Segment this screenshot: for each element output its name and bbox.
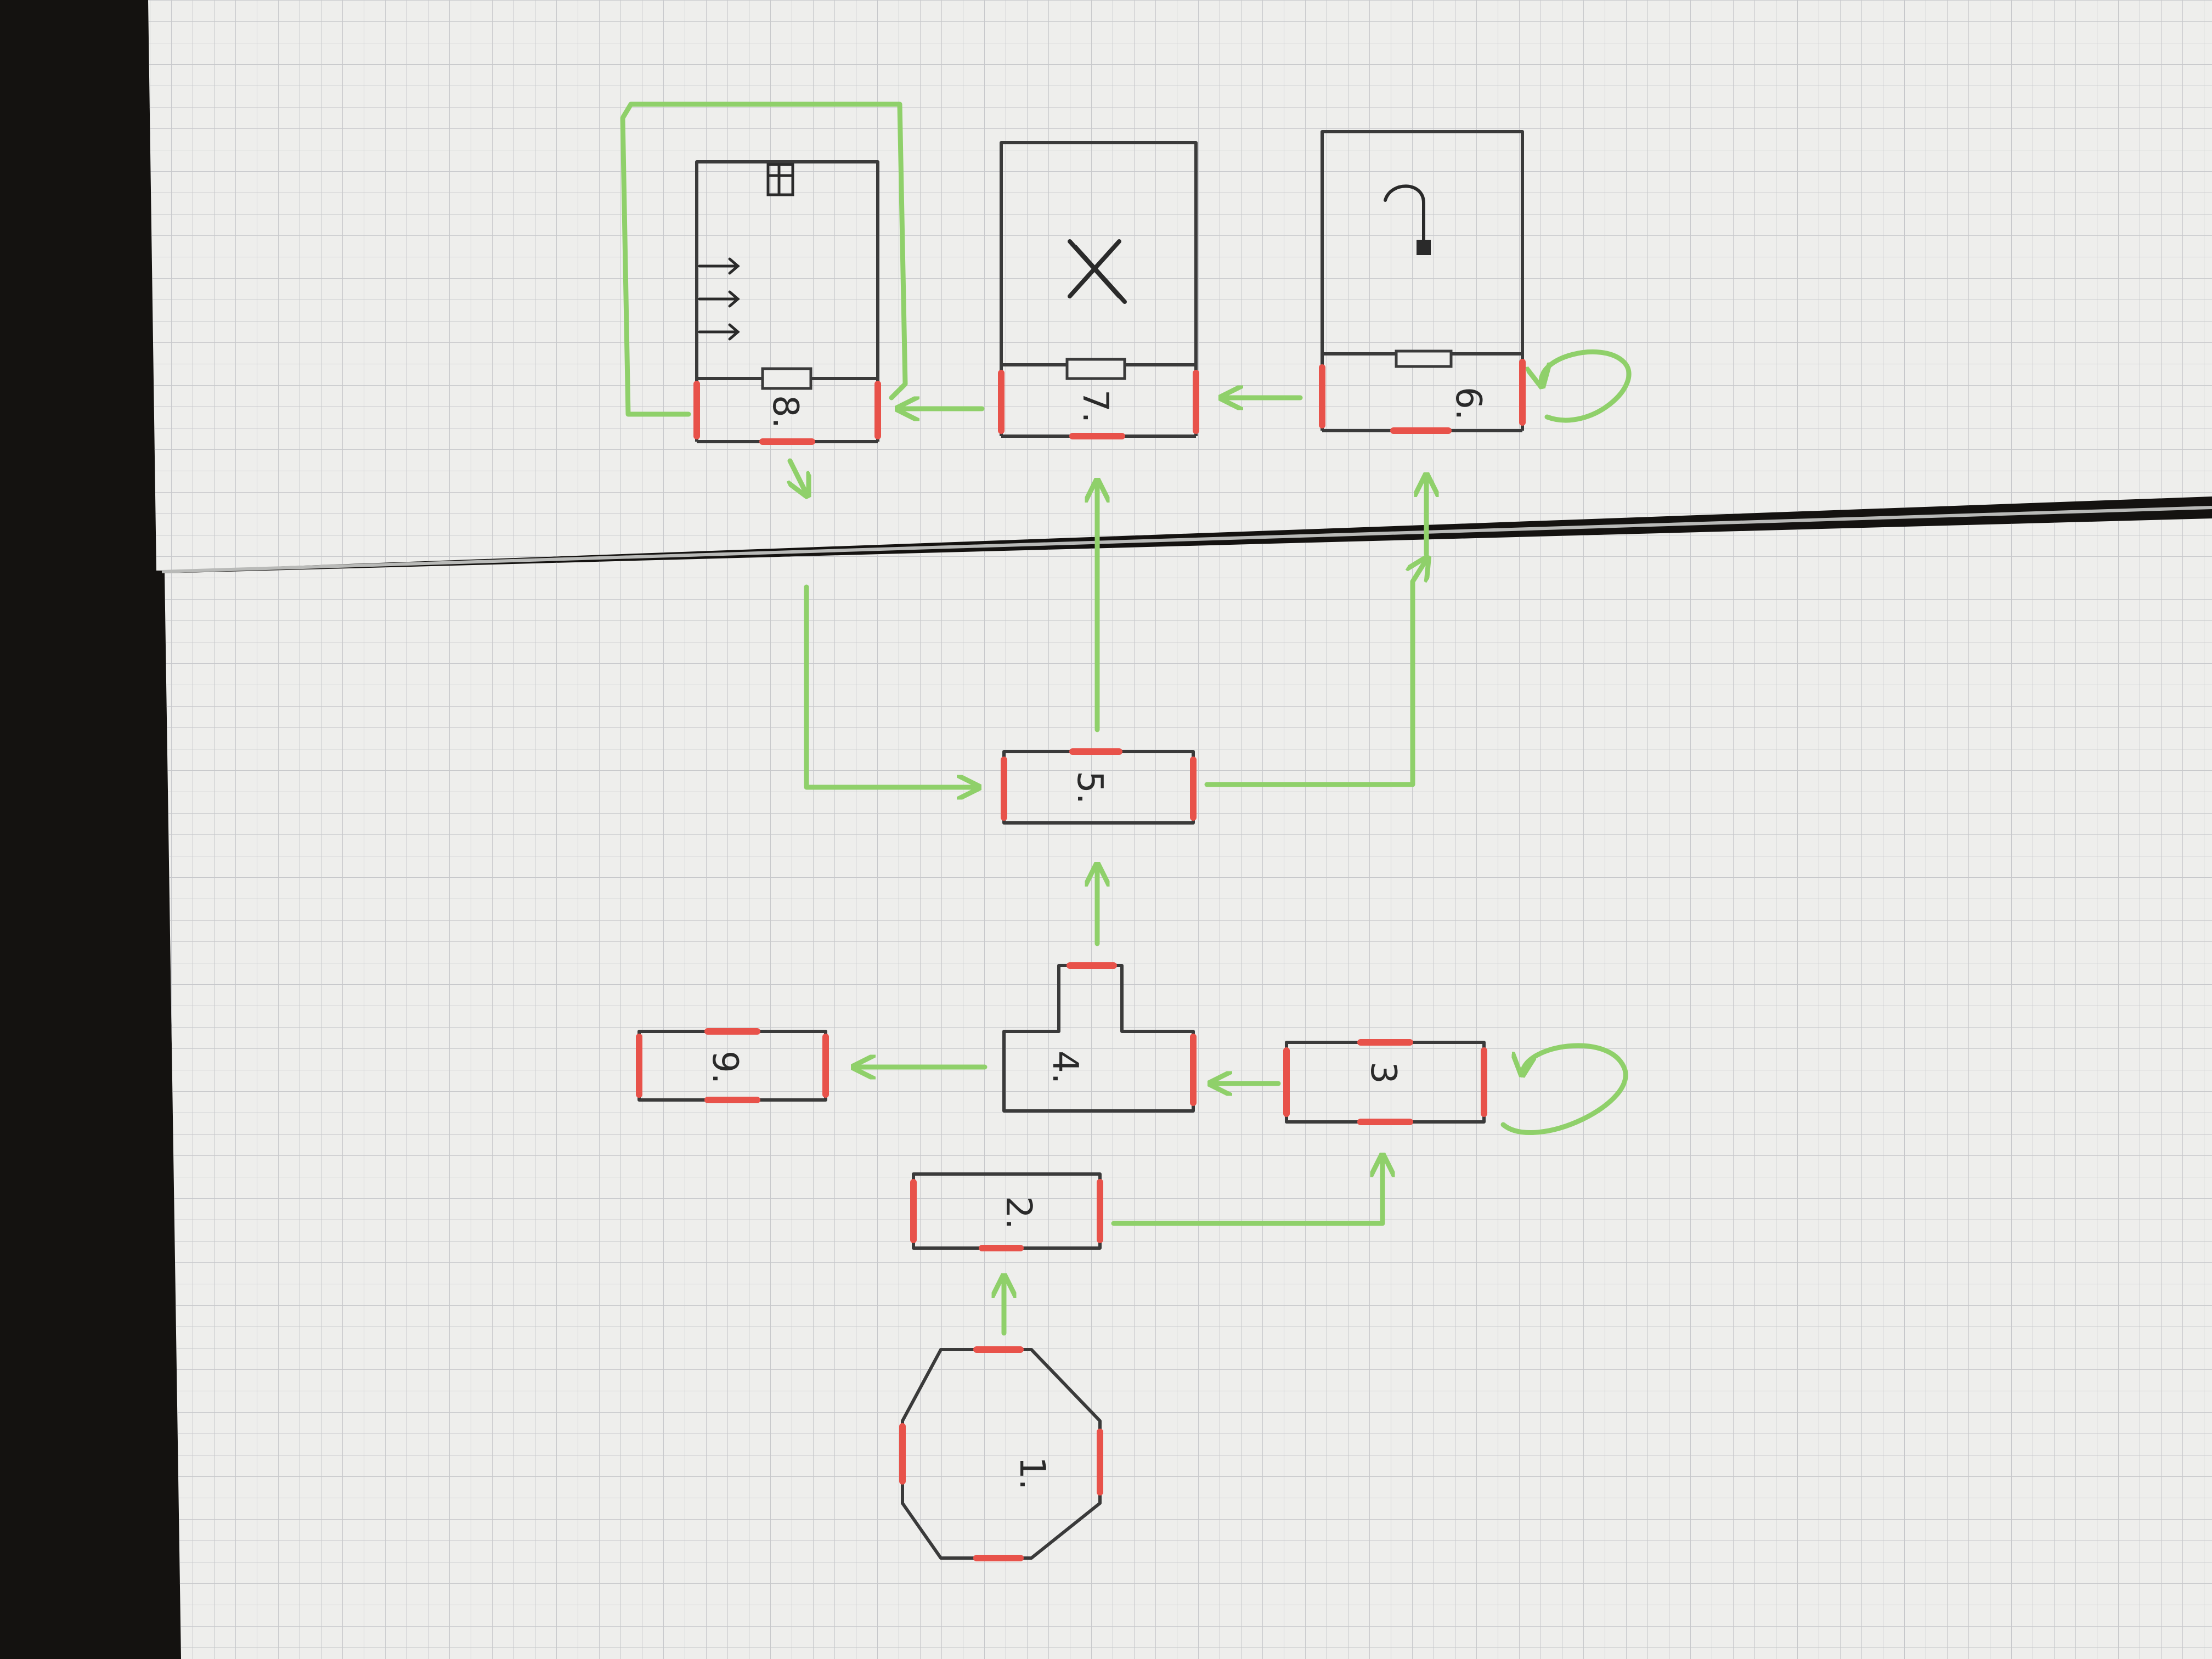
inner-door-6 — [1395, 349, 1453, 368]
connection-8-loop — [620, 101, 908, 417]
hook-icon — [1384, 184, 1431, 255]
room-7-label: 7. — [1075, 390, 1115, 423]
room-6-label: 6. — [1448, 387, 1488, 420]
room-8-label: 8. — [765, 395, 805, 428]
connections — [620, 101, 1632, 1336]
arrows-icon — [698, 257, 740, 341]
paper-fold — [161, 506, 2212, 573]
connection-3-self-loop — [1500, 1043, 1628, 1135]
paper-sheet-upper — [148, 0, 2212, 571]
room-labels: 1. 2. 3 4. 5. 6. 7. 8. 9. — [704, 387, 1488, 1490]
inner-door-7 — [1065, 358, 1126, 380]
connection-8-5 — [804, 584, 977, 787]
paper-sheet-lower — [165, 518, 2212, 1659]
room-5-label: 5. — [1069, 771, 1110, 804]
x-mark-icon — [1068, 239, 1127, 304]
room-4-label: 4. — [1045, 1051, 1085, 1084]
inner-door-8 — [761, 367, 812, 390]
room-4-outline — [1002, 964, 1195, 1113]
room-1-label: 1. — [1012, 1457, 1052, 1490]
connection-8-exit — [790, 458, 806, 494]
door-marks — [636, 359, 1526, 1561]
inner-doors — [761, 349, 1453, 390]
room-3-label: 3 — [1363, 1062, 1403, 1084]
chest-icon — [766, 163, 794, 196]
connection-2-3 — [1111, 1158, 1383, 1226]
connection-6-self-loop — [1541, 349, 1632, 423]
room-9-label: 9. — [704, 1051, 745, 1084]
connection-5-6 — [1204, 560, 1426, 787]
room-2-label: 2. — [998, 1196, 1039, 1229]
